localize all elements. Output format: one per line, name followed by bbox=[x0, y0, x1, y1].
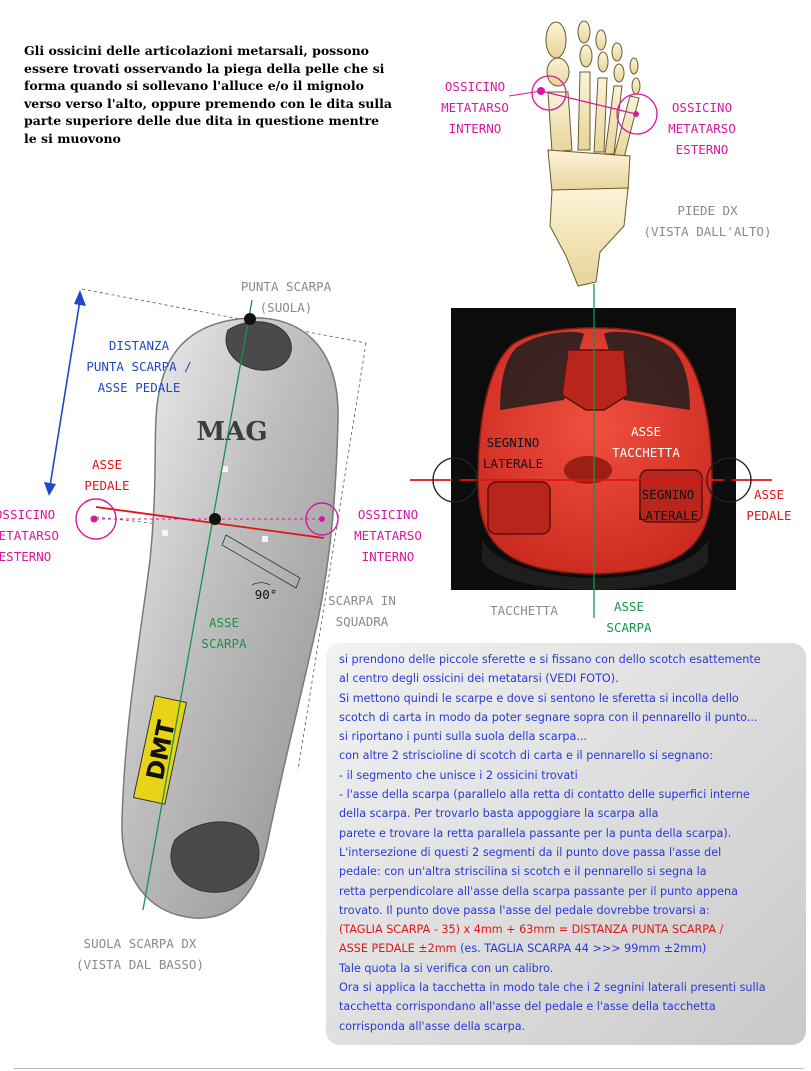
brand-mag: MAG bbox=[196, 417, 267, 447]
instruction-line: scotch di carta in modo da poter segnare… bbox=[339, 710, 758, 724]
instruction-line: retta perpendicolare all'asse della scar… bbox=[339, 884, 738, 898]
bottom-divider bbox=[14, 1068, 804, 1069]
sole-caption: SUOLA SCARPA DX (VISTA DAL BASSO) bbox=[76, 936, 204, 972]
instruction-line: trovato. Il punto dove passa l'asse del … bbox=[339, 903, 710, 917]
distance-label: DISTANZA PUNTA SCARPA / ASSE PEDALE bbox=[86, 338, 192, 395]
cleat-illustration bbox=[410, 284, 772, 618]
foot-internal-ossicle-label: OSSICINO METATARSO INTERNO bbox=[441, 79, 509, 136]
instruction-line: con altre 2 striscioline di scotch di ca… bbox=[339, 749, 714, 763]
sole-shoe-axis-label: ASSE SCARPA bbox=[201, 615, 247, 651]
instruction-line: Tale quota la si verifica con un calibro… bbox=[339, 961, 554, 975]
instruction-line: tacchetta corrispondano all'asse del ped… bbox=[339, 1000, 716, 1014]
right-angle-label: 90° bbox=[254, 587, 278, 602]
sole-pedal-axis-label: ASSE PEDALE bbox=[84, 457, 130, 493]
instruction-line: - l'asse della scarpa (parallelo alla re… bbox=[339, 788, 750, 802]
cleat-caption: TACCHETTA bbox=[490, 603, 558, 618]
instruction-line: della scarpa. Per trovarlo basta appoggi… bbox=[339, 807, 659, 821]
formula-example-line: ASSE PEDALE ±2mm (es. TAGLIA SCARPA 44 >… bbox=[339, 939, 799, 958]
foot-skeleton bbox=[508, 20, 658, 287]
instruction-line: corrisponda all'asse della scarpa. bbox=[339, 1019, 526, 1033]
instruction-line: Si mettono quindi le scarpe e dove si se… bbox=[339, 691, 739, 705]
instructions-text: si prendono delle piccole sferette e si … bbox=[339, 650, 799, 1036]
instruction-line: al centro degli ossicini dei metatarsi (… bbox=[339, 672, 619, 686]
instruction-line: si riportano i punti sulla suola della s… bbox=[339, 730, 587, 744]
cleat-shoe-axis-label: ASSE SCARPA bbox=[606, 599, 652, 635]
instructions-panel bbox=[326, 643, 806, 1045]
shoe-tip-label: PUNTA SCARPA (SUOLA) bbox=[240, 279, 332, 315]
instruction-line: si prendono delle piccole sferette e si … bbox=[339, 653, 761, 666]
sole-external-ossicle-label: OSSICINO METATARSO ESTERNO bbox=[0, 507, 59, 564]
instruction-line: - il segmento che unisce i 2 ossicini tr… bbox=[339, 768, 578, 782]
instruction-line: L'intersezione di questi 2 segmenti da i… bbox=[339, 845, 722, 859]
shoe-square-label: SCARPA IN SQUADRA bbox=[328, 593, 396, 629]
instruction-line: Ora si applica la tacchetta in modo tale… bbox=[339, 981, 766, 995]
instruction-line: pedale: con un'altra striscilina si scot… bbox=[339, 865, 707, 879]
cleat-pedal-axis-label: ASSE PEDALE bbox=[746, 487, 792, 523]
formula-example: (es. TAGLIA SCARPA 44 >>> 99mm ±2mm) bbox=[456, 942, 707, 956]
formula-line: (TAGLIA SCARPA - 35) x 4mm + 63mm = DIST… bbox=[339, 923, 724, 937]
foot-caption: PIEDE DX (VISTA DALL'ALTO) bbox=[643, 203, 772, 239]
cleat-right-mark-label: SEGNINO LATERALE bbox=[637, 487, 699, 523]
cleat-axis-label: ASSE TACCHETTA bbox=[612, 424, 680, 460]
cleat-left-mark-label: SEGNINO LATERALE bbox=[482, 435, 544, 471]
sole-internal-ossicle-label: OSSICINO METATARSO INTERNO bbox=[354, 507, 422, 564]
instruction-line: parete e trovare la retta parallela pass… bbox=[339, 826, 732, 840]
shoe-sole: DMT MAG bbox=[44, 288, 367, 919]
foot-external-ossicle-label: OSSICINO METATARSO ESTERNO bbox=[668, 100, 736, 157]
intro-paragraph: Gli ossicini delle articolazioni metarsa… bbox=[24, 43, 392, 146]
formula-tolerance: ASSE PEDALE ±2mm bbox=[339, 942, 457, 956]
